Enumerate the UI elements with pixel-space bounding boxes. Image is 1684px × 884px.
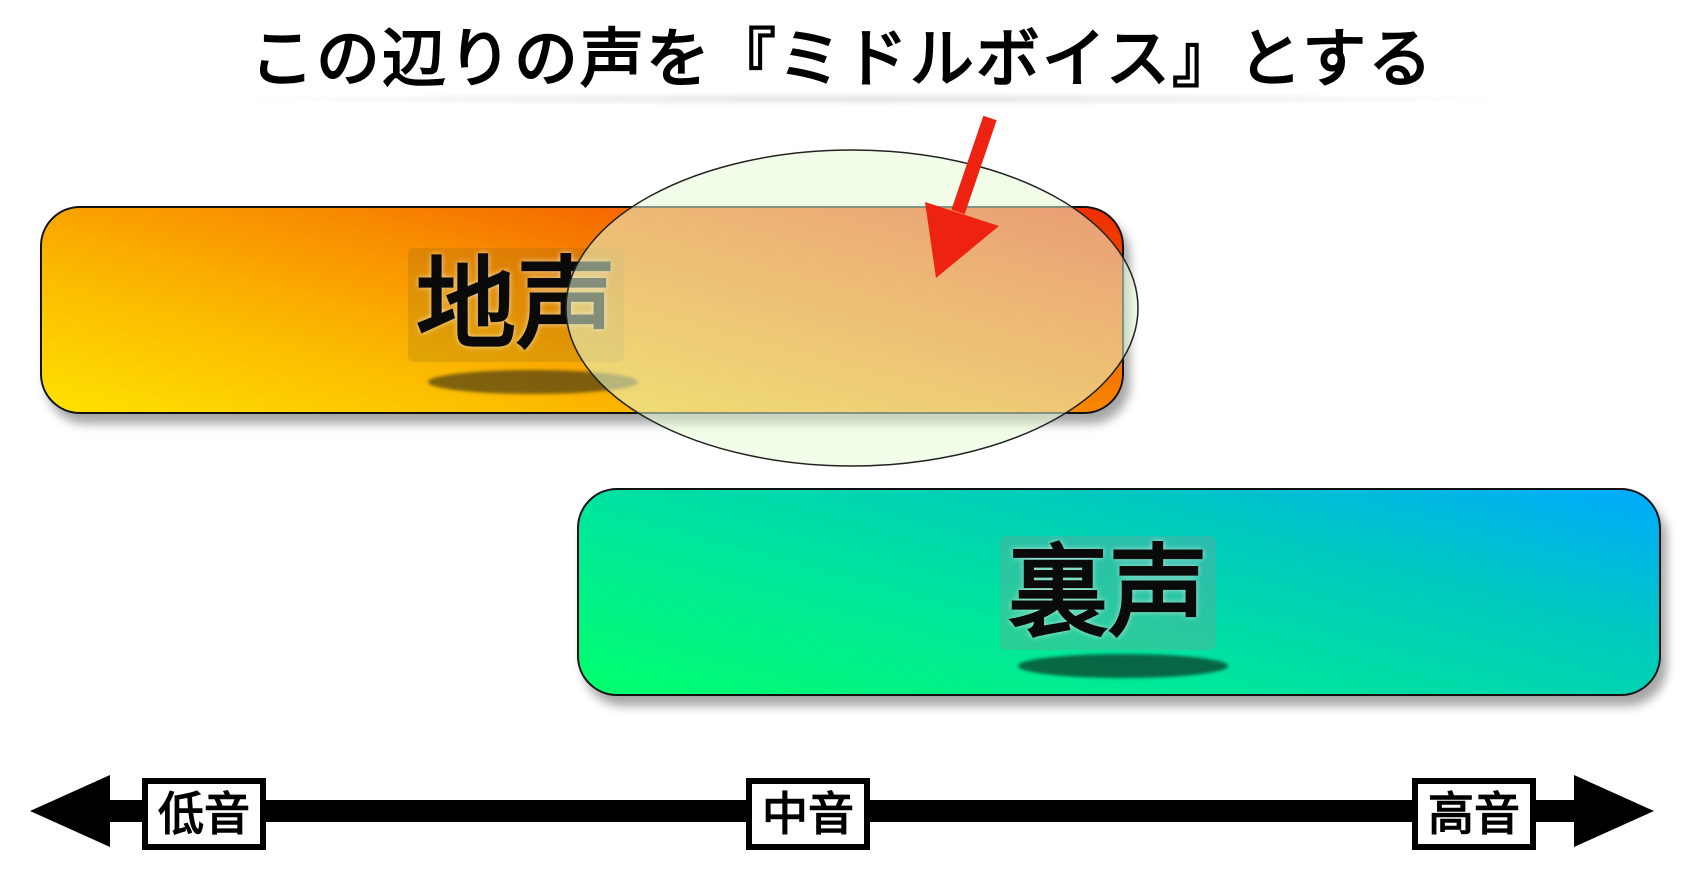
head-voice-label-shadow <box>1018 654 1228 678</box>
axis-label-low: 低音 <box>142 778 266 850</box>
middle-voice-ellipse <box>565 149 1139 467</box>
axis-label-mid: 中音 <box>746 778 870 850</box>
arrow-right-icon <box>1574 775 1654 847</box>
head-voice-label: 裏声 <box>1000 536 1216 650</box>
title-shadow <box>210 92 1540 106</box>
diagram-title: この辺りの声を『ミドルボイス』とする <box>249 23 1435 97</box>
axis-label-high: 高音 <box>1412 778 1536 850</box>
red-arrow-icon <box>925 115 999 278</box>
arrow-left-icon <box>30 775 110 847</box>
